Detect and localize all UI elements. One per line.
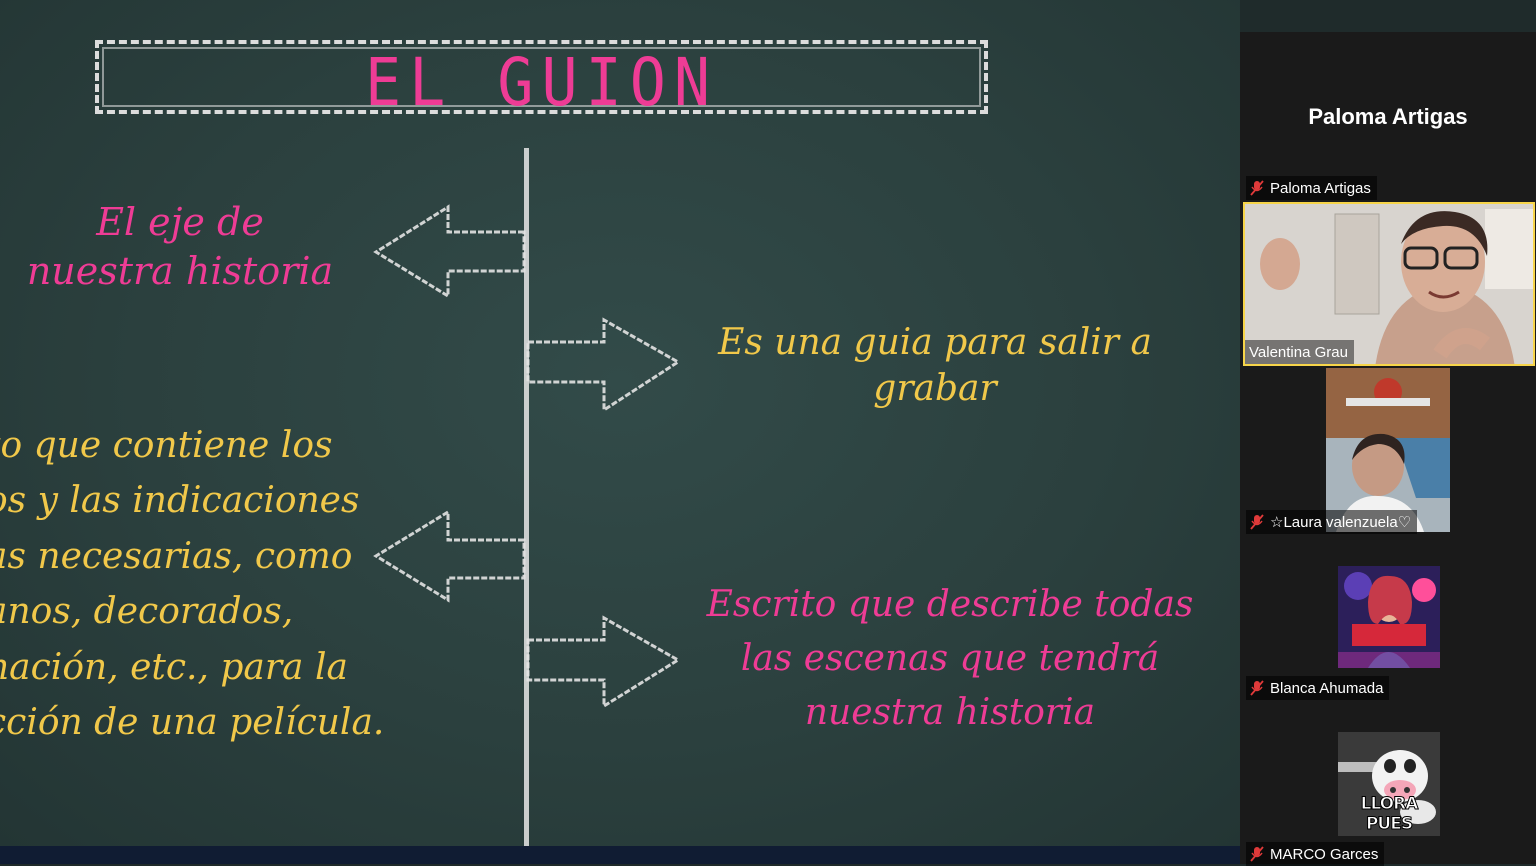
panel-top-strip [1240, 0, 1536, 32]
participant-name: MARCO Garces [1270, 845, 1379, 863]
avatar-caption: LLORA PUES [1360, 794, 1419, 835]
mic-muted-icon [1250, 180, 1264, 196]
point-texto-line: as necesarias, como [0, 535, 353, 577]
shared-screen-slide: EL GUION El eje de nuestra historia Es u… [0, 0, 1240, 846]
participant-name: Blanca Ahumada [1270, 679, 1384, 697]
point-guia: Es una guia para salir a grabar [718, 322, 1152, 410]
mic-muted-icon [1250, 846, 1264, 862]
left-arrow-2 [373, 509, 526, 603]
bottom-bar [0, 846, 1536, 864]
right-arrow-2 [526, 615, 681, 709]
slide-title: EL GUION [365, 44, 718, 122]
participant-video-valentina[interactable]: Valentina Grau [1243, 202, 1535, 366]
point-texto-line: anos, decorados, [0, 591, 294, 633]
participant-tile-blanca: Blanca Ahumada [1246, 676, 1390, 700]
active-speaker-name: Paloma Artigas [1308, 104, 1468, 129]
timeline-line [524, 148, 529, 846]
participant-avatar-marco[interactable]: LLORA PUES [1338, 732, 1440, 836]
participant-avatar-blanca[interactable] [1338, 566, 1440, 668]
arrows-layer [373, 204, 681, 709]
participant-name: ☆Laura valenzuela♡ [1270, 514, 1412, 531]
participant-label: Valentina Grau [1245, 340, 1354, 364]
left-arrow-1 [373, 204, 526, 299]
participants-panel[interactable]: Paloma Artigas Paloma Artigas Valentina … [1240, 32, 1536, 866]
point-eje: El eje de nuestra historia [26, 200, 334, 293]
camera-feed [1245, 204, 1533, 364]
participant-name: Paloma Artigas [1270, 179, 1371, 197]
point-texto: to que contiene los os y las indicacione… [0, 418, 385, 751]
participant-tile-marco: MARCO Garces [1246, 842, 1385, 866]
participant-name: Valentina Grau [1249, 343, 1348, 361]
participant-tile-laura: ☆Laura valenzuela♡ [1246, 510, 1418, 534]
camera-feed [1326, 368, 1450, 532]
point-texto-line: cción de una película. [0, 702, 385, 744]
point-escrito: Escrito que describe todas las escenas q… [706, 584, 1194, 733]
participant-video-laura[interactable] [1326, 368, 1450, 532]
point-texto-line: nación, etc., para la [0, 646, 348, 688]
avatar-image [1338, 566, 1440, 668]
mic-muted-icon [1250, 514, 1264, 530]
title-frame: EL GUION [95, 40, 988, 122]
participant-tile-paloma[interactable]: Paloma Artigas [1246, 176, 1377, 200]
point-texto-line: to que contiene los [0, 425, 333, 466]
mic-muted-icon [1250, 680, 1264, 696]
right-arrow-1 [526, 317, 681, 413]
point-texto-line: os y las indicaciones [0, 480, 360, 522]
avatar-image [1338, 732, 1440, 836]
